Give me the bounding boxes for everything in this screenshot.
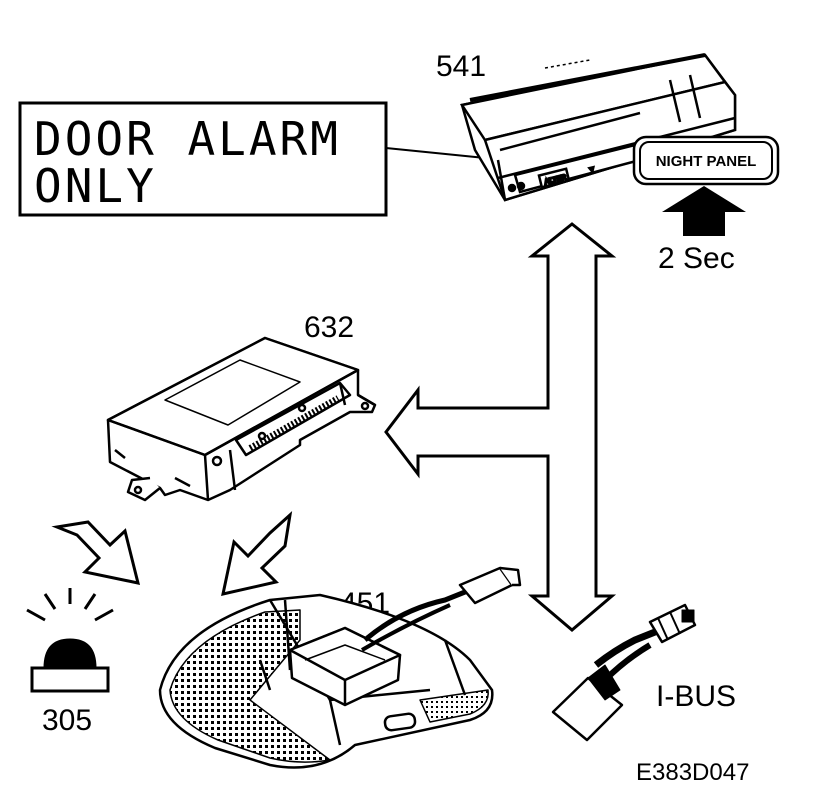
signal-arrow-to-305: [51, 520, 141, 585]
display-line-1: DOOR ALARM: [34, 112, 341, 166]
instrument-cluster-541: ALTER ▼: [459, 53, 737, 202]
alarm-light-305: [26, 588, 114, 693]
label-ibus: I-BUS: [656, 680, 736, 713]
figure-code: E383D047: [636, 759, 749, 786]
ibus-connector: [551, 603, 697, 742]
control-module-632: [106, 336, 377, 502]
display-line-2: ONLY: [34, 159, 157, 213]
interior-light-451: [158, 566, 522, 769]
night-panel-label: NIGHT PANEL: [656, 153, 757, 170]
label-541: 541: [436, 50, 486, 83]
panel-button-down: ▼: [588, 166, 596, 174]
night-panel-button[interactable]: NIGHT PANEL: [632, 135, 780, 186]
press-arrow-icon: [662, 186, 746, 236]
label-632: 632: [304, 311, 354, 344]
signal-arrow-to-451: [221, 511, 293, 596]
hold-time-label: 2 Sec: [658, 242, 735, 275]
display-box: DOOR ALARM ONLY: [18, 101, 506, 217]
label-305: 305: [42, 704, 92, 737]
bus-arrow: [384, 222, 617, 632]
